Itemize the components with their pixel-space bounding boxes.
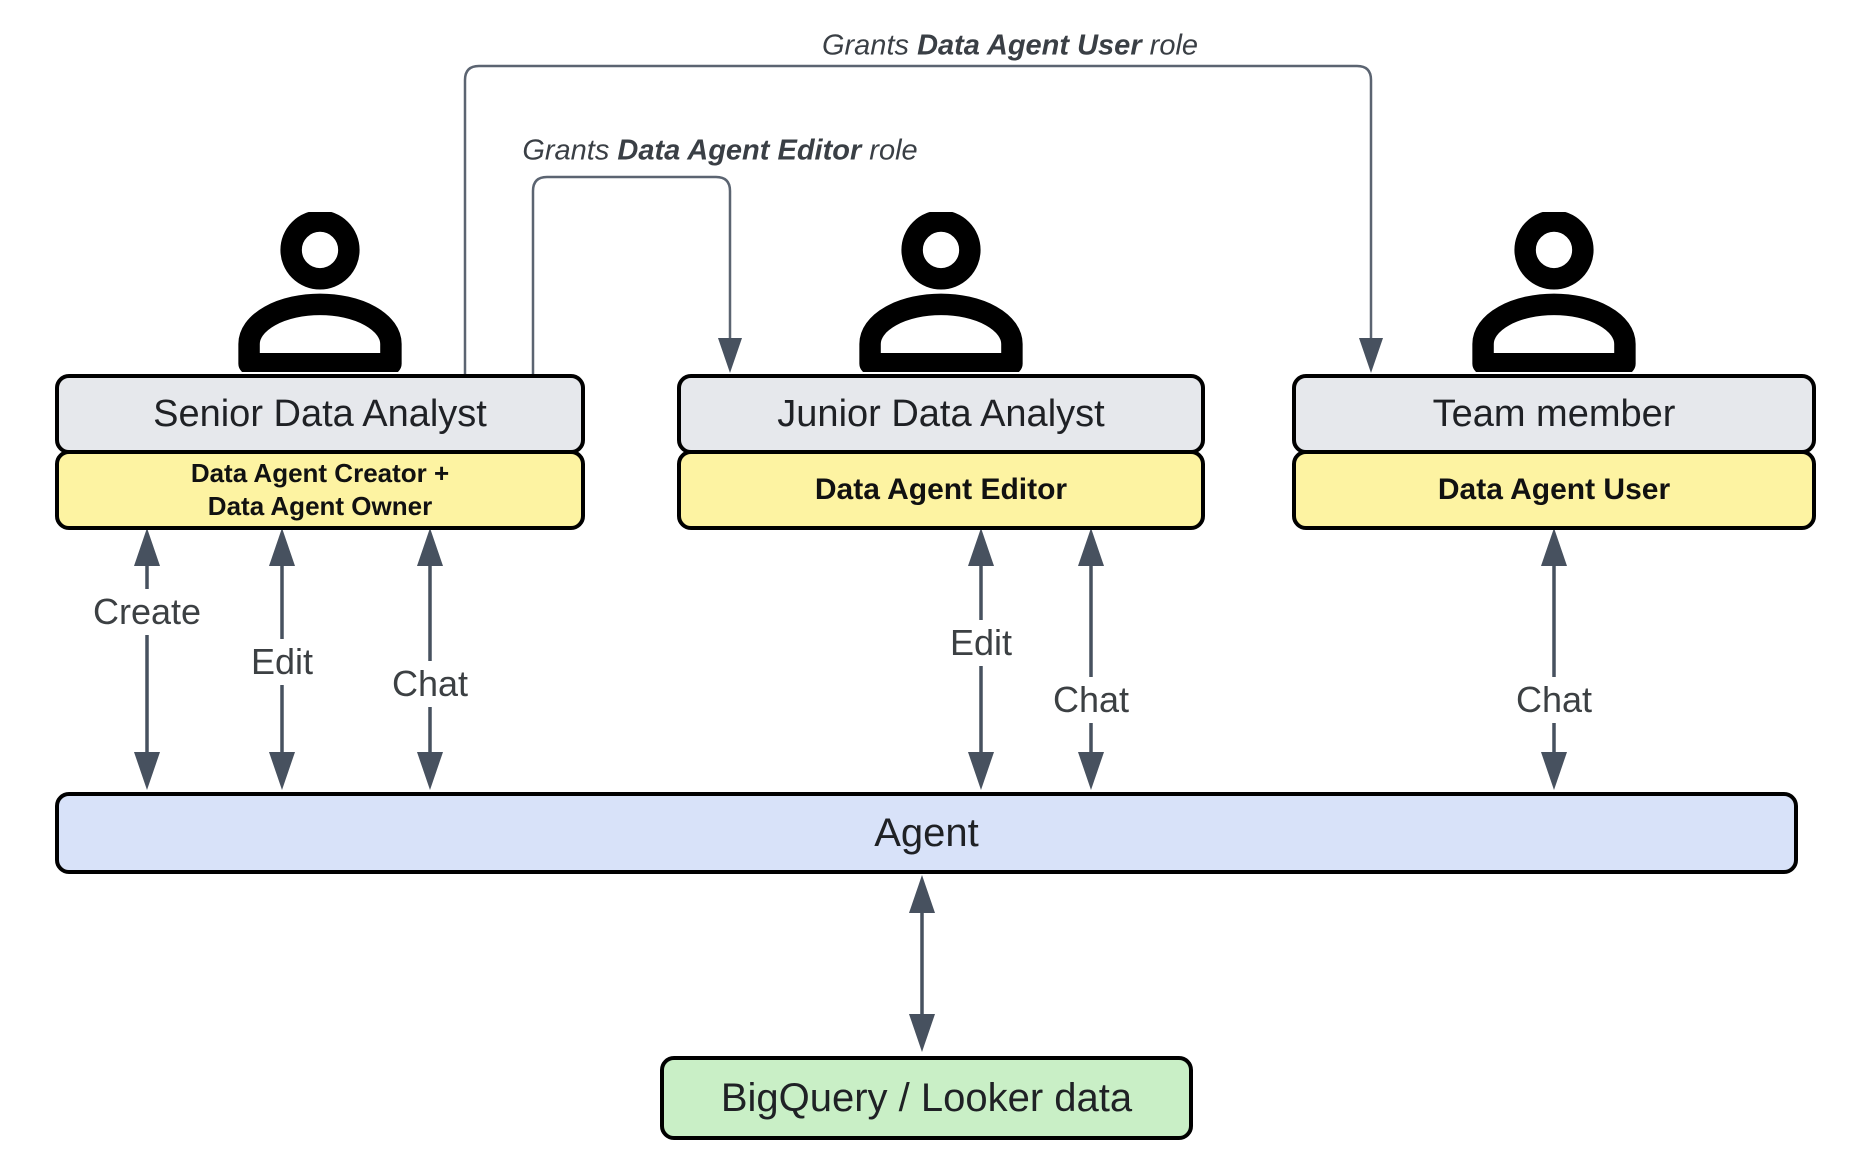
role-box-senior: Data Agent Creator + Data Agent Owner — [55, 450, 585, 530]
create-label-senior: Create — [83, 589, 211, 635]
grant-user-arrowhead — [1359, 338, 1383, 373]
person-icon-junior — [858, 210, 1024, 377]
chat-arrow-junior — [1078, 528, 1104, 790]
grant-editor-connector — [531, 175, 742, 374]
grant-user-prefix: Grants — [821, 29, 918, 62]
grant-editor-arrowhead — [718, 338, 742, 373]
create-arrow-senior — [134, 528, 160, 790]
actor-title-senior: Senior Data Analyst — [153, 392, 487, 435]
role-senior-line1: Data Agent Creator + — [190, 458, 450, 488]
actor-box-senior: Senior Data Analyst — [55, 374, 585, 454]
role-senior-line2: Data Agent Owner — [207, 491, 433, 521]
role-box-team: Data Agent User — [1292, 450, 1816, 530]
grant-user-label: Grants Data Agent User role — [822, 30, 1198, 63]
agent-bar: Agent — [55, 792, 1798, 874]
grant-editor-prefix: Grants — [522, 134, 618, 167]
grant-editor-role-name: Data Agent Editor — [617, 134, 862, 167]
person-icon-team — [1471, 210, 1637, 377]
actor-box-team: Team member — [1292, 374, 1816, 454]
grant-user-connector — [463, 64, 1383, 374]
chat-label-senior: Chat — [382, 661, 478, 707]
chat-label-junior: Chat — [1043, 677, 1139, 723]
agent-label: Agent — [874, 810, 979, 855]
actor-title-junior: Junior Data Analyst — [777, 392, 1105, 435]
grant-user-role-name: Data Agent User — [917, 29, 1142, 62]
actor-title-team: Team member — [1432, 392, 1676, 435]
chat-label-team: Chat — [1506, 677, 1602, 723]
chat-arrow-senior — [417, 528, 443, 790]
grant-editor-label: Grants Data Agent Editor role — [522, 135, 917, 168]
role-box-junior: Data Agent Editor — [677, 450, 1205, 530]
role-junior: Data Agent Editor — [814, 473, 1068, 506]
grant-editor-suffix: role — [861, 134, 918, 167]
grant-user-suffix: role — [1141, 29, 1199, 62]
role-team: Data Agent User — [1437, 473, 1671, 506]
agent-datastore-arrow — [909, 875, 935, 1052]
person-icon-senior — [237, 210, 403, 377]
chat-arrow-team — [1541, 528, 1567, 790]
edit-label-junior: Edit — [940, 620, 1022, 666]
datastore-label: BigQuery / Looker data — [720, 1075, 1133, 1120]
actor-box-junior: Junior Data Analyst — [677, 374, 1205, 454]
edit-label-senior: Edit — [241, 639, 323, 685]
datastore-box: BigQuery / Looker data — [660, 1056, 1193, 1140]
